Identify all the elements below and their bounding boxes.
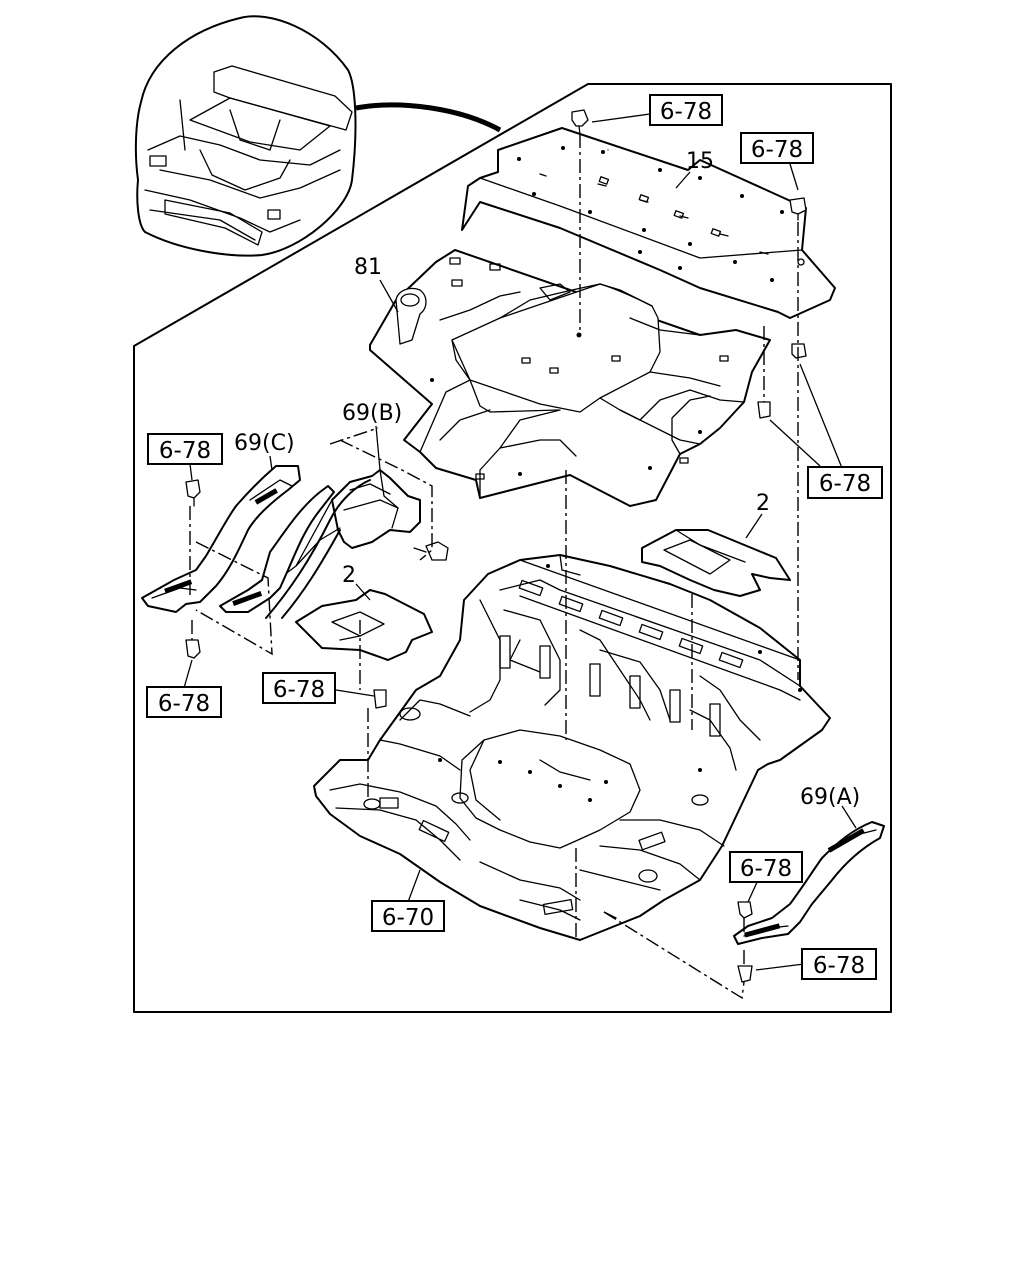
step-69-a [733,821,885,945]
cab-overview-inset [134,15,357,257]
callout-ref-top: 6-78 [649,94,723,126]
callout-ref-left-lower: 6-78 [146,686,222,718]
rear-floor-81 [369,249,771,507]
callout-label: 6-78 [158,691,210,717]
callout-label: 6-78 [159,438,211,464]
rear-panel-15 [461,127,836,319]
callout-ref-left-upper: 6-78 [147,433,223,465]
insulator-2-right [641,529,791,597]
part-label-step-b: 69(B) [342,401,402,426]
callout-label: 6-78 [273,677,325,703]
callout-label: 6-70 [382,905,434,931]
callout-ref-lower-right-lower: 6-78 [801,948,877,980]
leader-lines [183,113,857,971]
part-label-insulator-left: 2 [342,563,356,588]
callout-label: 6-78 [660,99,712,125]
clip-fasteners [185,109,807,983]
insulator-2-left [295,589,433,661]
step-69-c [141,465,335,613]
main-floor-6-70 [313,554,831,941]
callout-label: 6-78 [740,856,792,882]
callout-label: 6-78 [813,953,865,979]
part-label-rear-floor: 81 [354,255,382,280]
part-label-step-a: 69(A) [800,785,860,810]
callout-ref-floor: 6-70 [371,900,445,932]
assembly-lines [189,134,799,1000]
part-label-rear-panel: 15 [686,149,714,174]
callout-ref-right-middle: 6-78 [807,466,883,499]
part-label-step-c: 69(C) [234,431,295,456]
callout-ref-upper-right: 6-78 [740,132,814,164]
diagram-frame [133,83,892,1013]
callout-ref-lower-right-upper: 6-78 [729,851,803,883]
callout-label: 6-78 [819,471,871,497]
part-label-insulator-right: 2 [756,491,770,516]
callout-label: 6-78 [751,137,803,163]
callout-ref-center-left: 6-78 [262,672,336,704]
inset-pointer [355,102,502,133]
